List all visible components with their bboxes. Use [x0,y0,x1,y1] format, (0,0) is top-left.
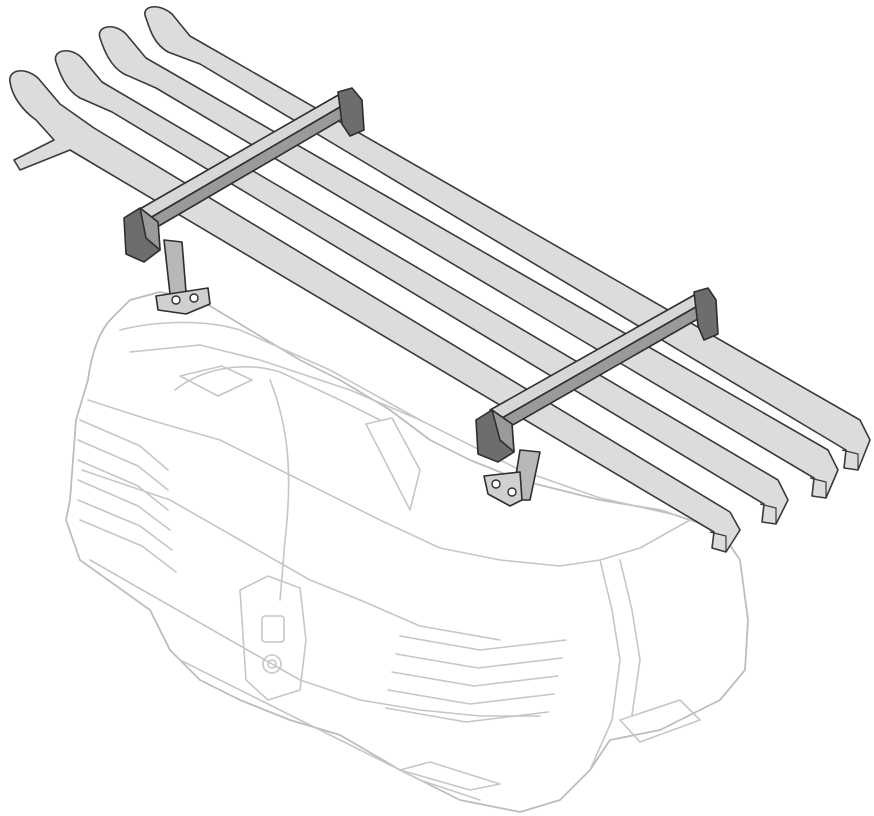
crossbar-rear-endcap-right [337,87,365,137]
crossbar-rear-leg [163,239,187,295]
crossbar-front-bolt-2 [507,487,517,497]
cargo-box-side-panel-inner [619,559,641,716]
cargo-box-center-ridge [174,366,381,421]
cargo-box-lid-crease [129,344,421,421]
cargo-box-right-vents [385,635,567,723]
cargo-box-window-right [365,417,421,511]
cargo-box-body [65,291,749,813]
crossbar-rear [123,87,365,315]
cargo-box-front-upper [87,399,561,567]
cargo-box-side-panel [589,559,621,771]
cargo-box-front-lower [89,559,541,717]
cargo-box-window-left [179,365,253,397]
cargo-box-front-mid [81,469,501,641]
crossbar-front-endcap-right [693,287,719,341]
cargo-box-skid-right [619,699,701,743]
cargo-box-bottom-edge [179,659,481,801]
cargo-box [65,291,749,813]
crossbar-rear-top [137,93,353,219]
crossbar-front-bolt-1 [491,479,501,489]
cargo-box-skid-front [399,761,501,791]
cargo-box-left-vents [77,419,177,573]
cargo-box-lid-edge [119,321,681,517]
cargo-box-hitch-lock [239,575,307,701]
crossbar-rear-bolt-2 [189,293,199,303]
crossbar-front [475,287,719,507]
cargo-box-vertical-seam [269,379,290,601]
crossbar-rear-bolt-1 [171,295,181,305]
